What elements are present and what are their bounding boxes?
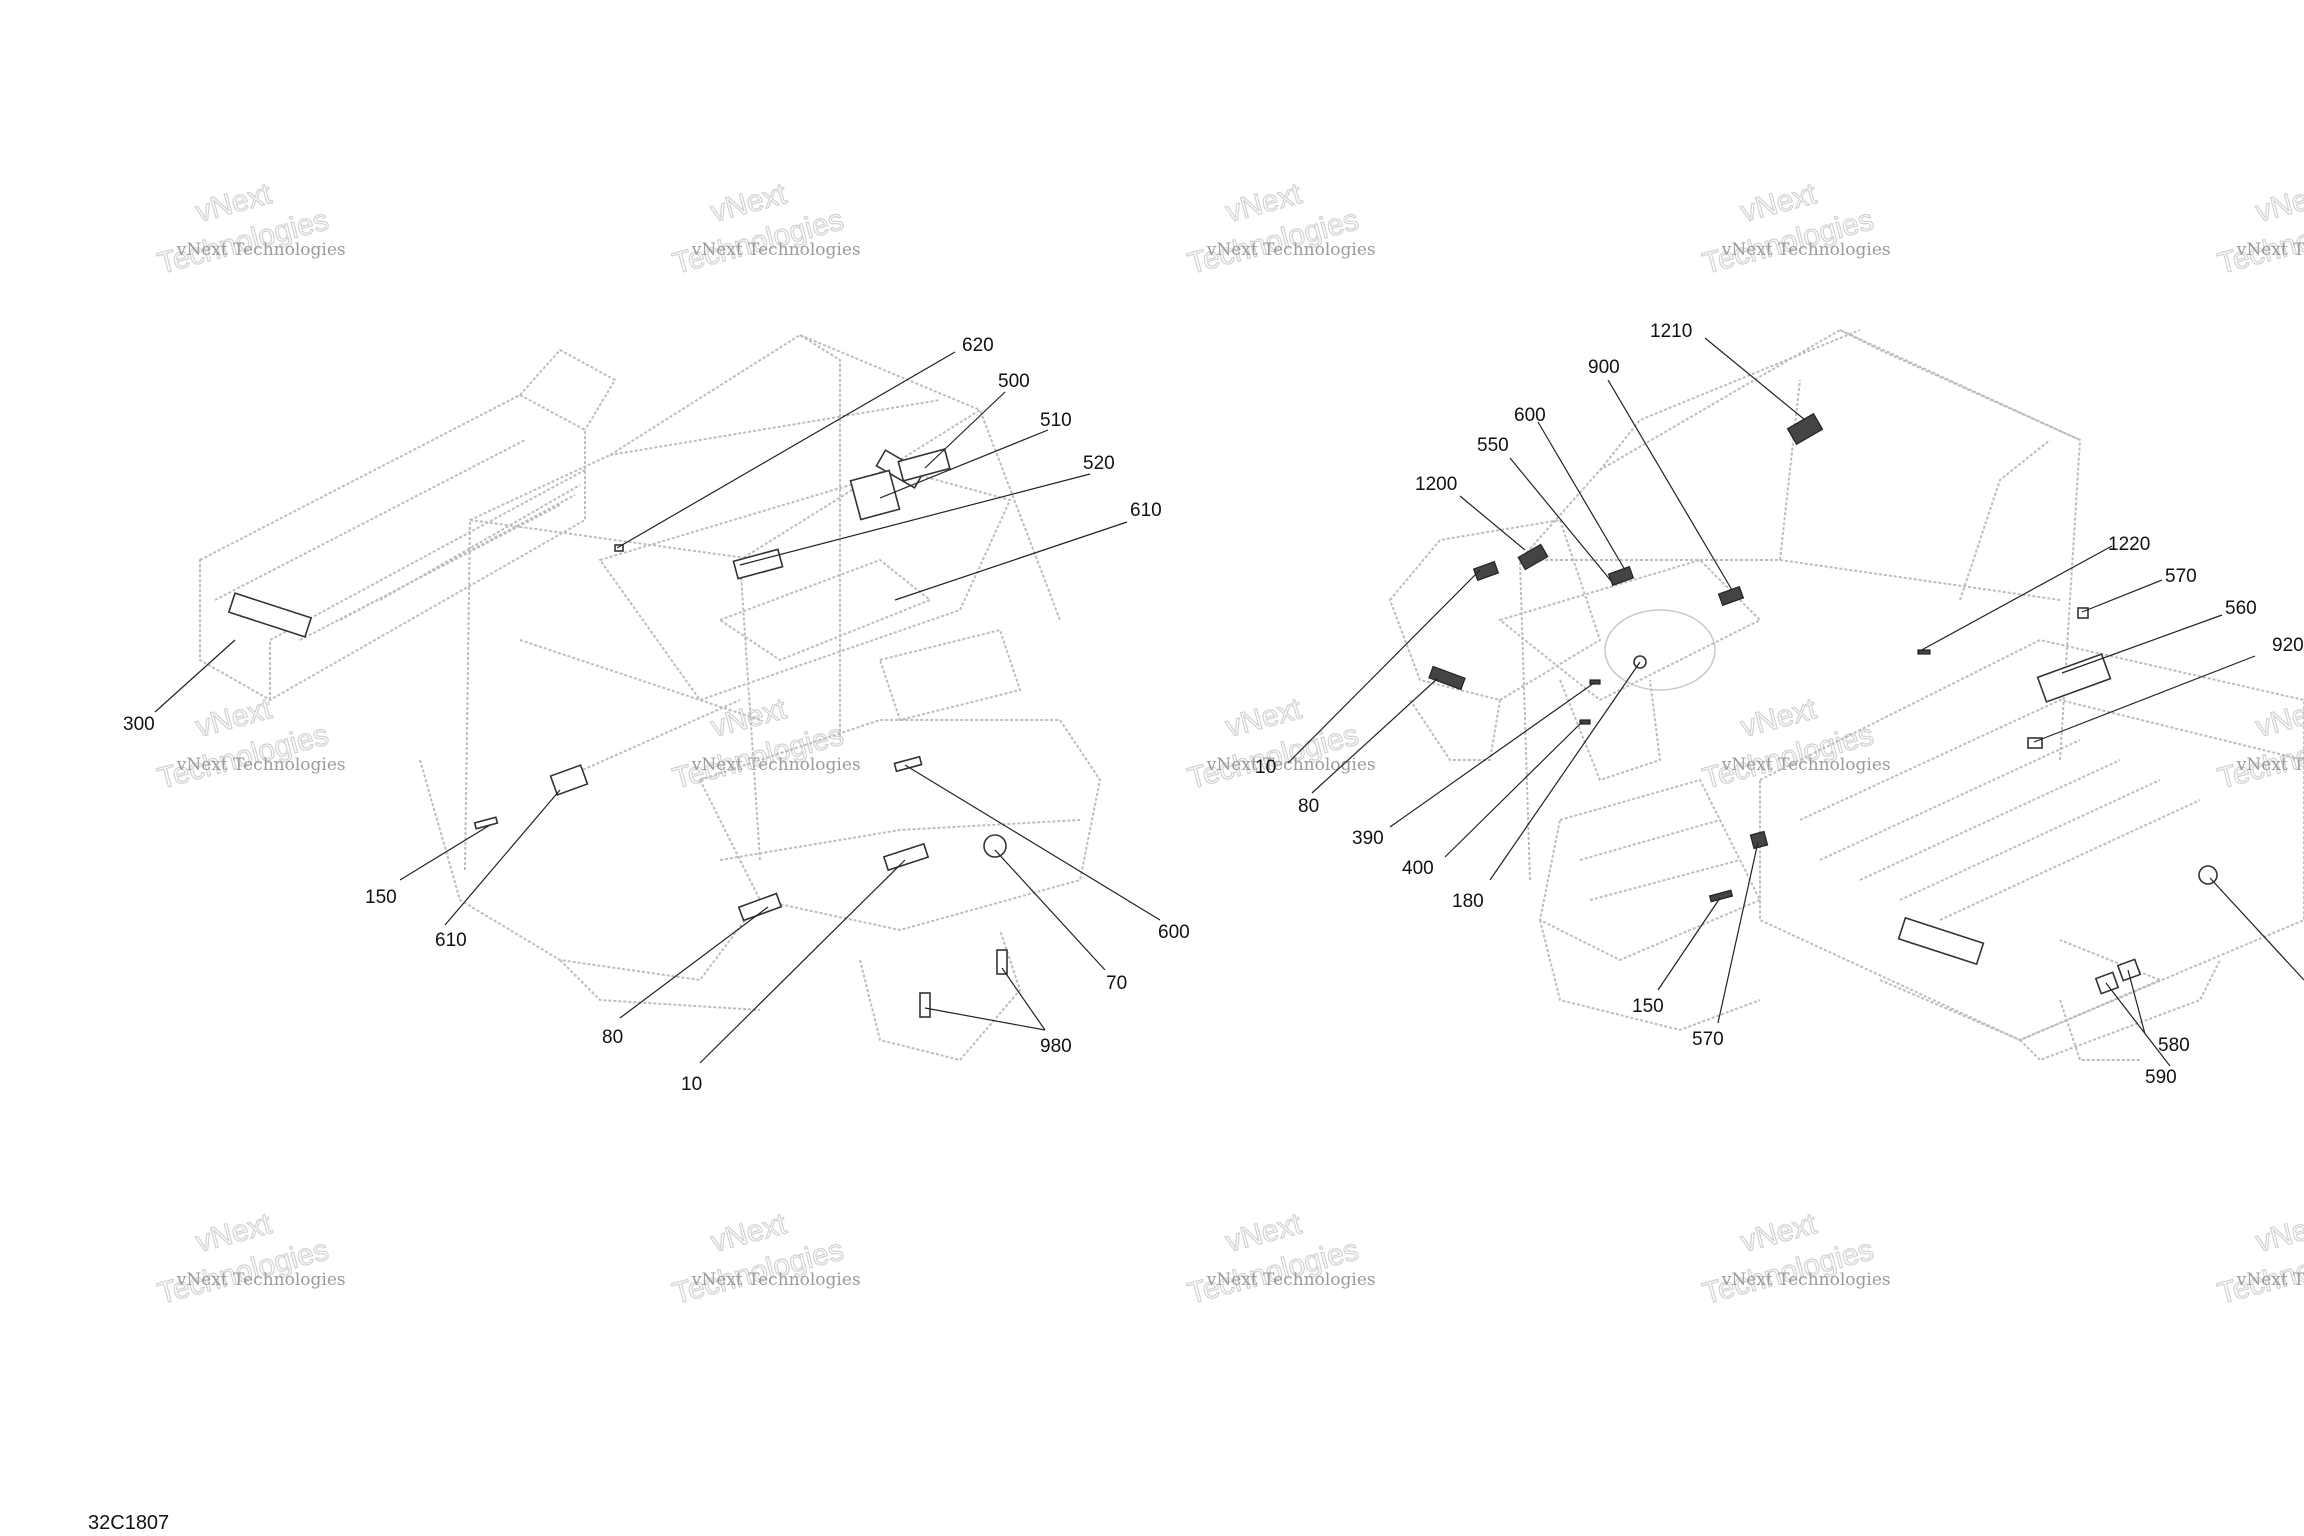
callout-80-right: 80 xyxy=(1298,796,1319,817)
watermark-vnext-technologies: vNext Technologies xyxy=(1721,755,1891,775)
callout-560: 560 xyxy=(2225,598,2257,619)
callout-590: 590 xyxy=(2145,1067,2177,1088)
watermark-vnext-technologies: vNext Technologies xyxy=(1206,240,1376,260)
watermark-vnext-technologies: vNext Technologies xyxy=(691,1270,861,1290)
callout-390: 390 xyxy=(1352,828,1384,849)
left-vehicle-drawing xyxy=(199,333,1102,1062)
callout-10: 10 xyxy=(681,1074,702,1095)
callout-500: 500 xyxy=(998,371,1030,392)
left-leader-lines xyxy=(154,351,1161,1064)
callout-550: 550 xyxy=(1477,435,1509,456)
callout-300: 300 xyxy=(123,714,155,735)
callout-580: 580 xyxy=(2158,1035,2190,1056)
right-leader-lines xyxy=(1287,337,2304,1067)
callout-1200: 1200 xyxy=(1415,474,1457,495)
left-callout-labels: 620 500 510 520 610 300 150 610 80 10 60… xyxy=(123,335,1190,1095)
watermark-vnext-technologies: vNext Technologies xyxy=(176,755,346,775)
callout-510: 510 xyxy=(1040,410,1072,431)
callout-610-lower: 610 xyxy=(435,930,467,951)
watermark-vnext-technologies: vNext Technologies xyxy=(2236,1270,2304,1290)
callout-80: 80 xyxy=(602,1027,623,1048)
callout-570-upper: 570 xyxy=(2165,566,2197,587)
callout-1210: 1210 xyxy=(1650,321,1692,342)
right-callout-labels: 1210 900 600 550 1200 1220 570 560 920 1… xyxy=(1255,321,2304,1088)
callout-980: 980 xyxy=(1040,1036,1072,1057)
watermark-vnext-technologies: vNext Technologies xyxy=(1206,755,1376,775)
callout-70: 70 xyxy=(1106,973,1127,994)
document-code: 32C1807 xyxy=(88,1512,170,1534)
watermark-vnext-technologies: vNext Technologies xyxy=(176,240,346,260)
callout-150: 150 xyxy=(365,887,397,908)
watermark-vnext-technologies: vNext Technologies xyxy=(1206,1270,1376,1290)
watermark-vnext-technologies: vNext Technologies xyxy=(691,240,861,260)
callout-180: 180 xyxy=(1452,891,1484,912)
callout-900: 900 xyxy=(1588,357,1620,378)
callout-150-right: 150 xyxy=(1632,996,1664,1017)
watermark-vnext-technologies: vNext Technologies xyxy=(2236,755,2304,775)
callout-400: 400 xyxy=(1402,858,1434,879)
right-vehicle-drawing xyxy=(1388,328,2304,1062)
watermark-vnext-technologies: vNext Technologies xyxy=(1721,240,1891,260)
callout-520: 520 xyxy=(1083,453,1115,474)
callout-610: 610 xyxy=(1130,500,1162,521)
callout-600-right: 600 xyxy=(1514,405,1546,426)
callout-10-right: 10 xyxy=(1255,757,1276,778)
callout-920: 920 xyxy=(2272,635,2304,656)
watermark-vnext-technologies: vNext Technologies xyxy=(1721,1270,1891,1290)
callout-1220: 1220 xyxy=(2108,534,2150,555)
watermark-vnext-technologies: vNext Technologies xyxy=(176,1270,346,1290)
watermark-vnext: vNext xyxy=(2252,1207,2304,1259)
watermark-vnext-technologies: vNext Technologies xyxy=(691,755,861,775)
callout-570-lower: 570 xyxy=(1692,1029,1724,1050)
callout-620: 620 xyxy=(962,335,994,356)
callout-600: 600 xyxy=(1158,922,1190,943)
watermark-vnext: vNext xyxy=(2252,692,2304,744)
watermark-vnext-technologies: vNext Technologies xyxy=(2236,240,2304,260)
watermark-vnext: vNext xyxy=(2252,177,2304,229)
